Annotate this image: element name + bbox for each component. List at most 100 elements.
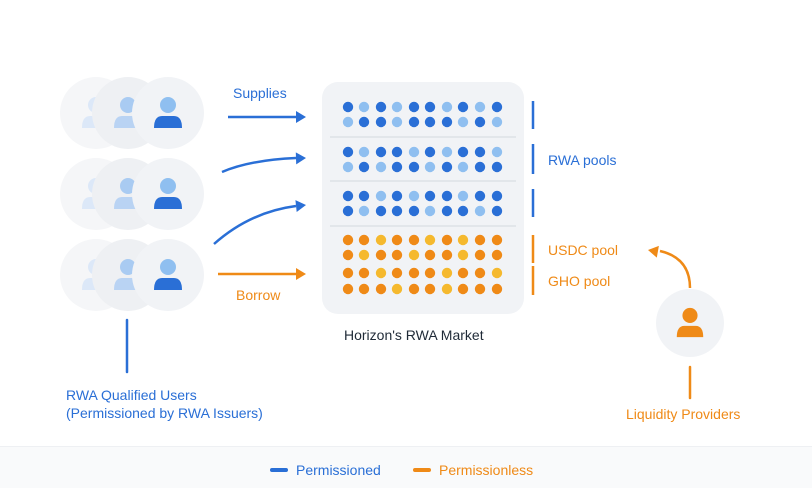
pool-dot-permissioned bbox=[408, 161, 420, 173]
rwa-users-group bbox=[60, 77, 204, 311]
pool-dot-permissionless bbox=[342, 267, 354, 279]
pool-dot-permissioned bbox=[342, 161, 354, 173]
pool-dot-permissioned bbox=[474, 116, 486, 128]
pool-dot-permissioned bbox=[375, 116, 387, 128]
pool-dot-permissionless bbox=[408, 249, 420, 261]
liquidity-providers-label: Liquidity Providers bbox=[626, 406, 741, 422]
pool-dot-permissioned bbox=[408, 116, 420, 128]
pool-dot-permissionless bbox=[457, 267, 469, 279]
pool-dot-permissioned bbox=[424, 101, 436, 113]
legend-permissionless-label: Permissionless bbox=[439, 462, 534, 478]
flow-arrows bbox=[213, 111, 659, 280]
user-icon-body bbox=[154, 116, 182, 128]
user-icon-head bbox=[120, 259, 136, 275]
pool-dot-permissioned bbox=[474, 146, 486, 158]
pool-dot-permissionless bbox=[491, 234, 503, 246]
pool-dot-permissioned bbox=[391, 190, 403, 202]
pool-dot-permissionless bbox=[474, 234, 486, 246]
pool-dot-permissionless bbox=[408, 234, 420, 246]
users-subtitle: (Permissioned by RWA Issuers) bbox=[66, 405, 263, 421]
legend-bar: Permissioned Permissionless bbox=[0, 446, 812, 488]
pool-dot-permissioned bbox=[457, 101, 469, 113]
pool-dot-permissionless bbox=[457, 234, 469, 246]
pool-dot-permissioned bbox=[408, 101, 420, 113]
legend-permissionless: Permissionless bbox=[413, 462, 533, 478]
pool-dot-permissioned bbox=[342, 116, 354, 128]
pool-dot-permissionless bbox=[474, 249, 486, 261]
pool-dot-permissioned bbox=[457, 161, 469, 173]
pool-dot-permissioned bbox=[441, 190, 453, 202]
user-icon-body bbox=[154, 197, 182, 209]
pool-dot-permissionless bbox=[375, 267, 387, 279]
pool-dot-permissioned bbox=[342, 146, 354, 158]
legend-swatch-blue bbox=[270, 468, 288, 472]
pool-dot-permissioned bbox=[391, 205, 403, 217]
pool-dot-permissionless bbox=[358, 267, 370, 279]
pool-dot-permissioned bbox=[375, 101, 387, 113]
pool-dot-permissioned bbox=[441, 205, 453, 217]
lp-arrow-line bbox=[659, 249, 692, 289]
pool-dot-permissionless bbox=[358, 234, 370, 246]
pool-dot-permissionless bbox=[424, 283, 436, 295]
pool-dot-permissioned bbox=[408, 190, 420, 202]
pool-dot-permissionless bbox=[342, 283, 354, 295]
pool-dot-permissionless bbox=[491, 283, 503, 295]
pool-dot-permissioned bbox=[441, 146, 453, 158]
pool-dot-permissionless bbox=[391, 234, 403, 246]
pool-dot-permissionless bbox=[491, 249, 503, 261]
pool-dot-permissioned bbox=[491, 101, 503, 113]
pool-dot-permissioned bbox=[391, 101, 403, 113]
pool-dots bbox=[330, 101, 516, 295]
pool-dot-permissioned bbox=[391, 161, 403, 173]
pool-dot-permissionless bbox=[375, 234, 387, 246]
pool-dot-permissioned bbox=[424, 190, 436, 202]
usdc-pool-label: USDC pool bbox=[548, 242, 619, 258]
pool-dot-permissioned bbox=[424, 161, 436, 173]
pool-dot-permissioned bbox=[424, 116, 436, 128]
market-panel bbox=[322, 82, 524, 314]
pool-dot-permissionless bbox=[375, 283, 387, 295]
users-title: RWA Qualified Users bbox=[66, 387, 197, 403]
pool-dot-permissioned bbox=[491, 205, 503, 217]
liquidity-provider-group bbox=[656, 249, 724, 400]
pool-dot-permissionless bbox=[342, 234, 354, 246]
pool-dot-permissioned bbox=[375, 146, 387, 158]
pool-dot-permissioned bbox=[342, 205, 354, 217]
pool-dot-permissioned bbox=[491, 161, 503, 173]
user-icon-head bbox=[682, 307, 698, 324]
pool-dot-permissioned bbox=[342, 101, 354, 113]
pool-dot-permissioned bbox=[474, 190, 486, 202]
arrow-right-icon bbox=[296, 268, 306, 280]
avatar bbox=[132, 239, 204, 311]
pool-dot-permissioned bbox=[491, 190, 503, 202]
pool-dot-permissioned bbox=[491, 146, 503, 158]
pool-dot-permissioned bbox=[391, 146, 403, 158]
arrow-left-icon bbox=[648, 245, 659, 258]
pool-dot-permissioned bbox=[358, 161, 370, 173]
pool-dot-permissioned bbox=[358, 116, 370, 128]
pool-dot-permissionless bbox=[441, 249, 453, 261]
pool-dot-permissioned bbox=[457, 190, 469, 202]
pool-dot-permissionless bbox=[441, 234, 453, 246]
avatar bbox=[132, 158, 204, 230]
arrow-right-icon bbox=[296, 111, 306, 123]
pool-dot-permissionless bbox=[408, 267, 420, 279]
pool-dot-permissioned bbox=[375, 205, 387, 217]
supplies-arrow-line-3 bbox=[213, 204, 297, 245]
pool-dot-permissioned bbox=[491, 116, 503, 128]
pool-dot-permissioned bbox=[474, 161, 486, 173]
pool-dot-permissionless bbox=[391, 283, 403, 295]
pool-dot-permissionless bbox=[474, 283, 486, 295]
pool-dot-permissioned bbox=[358, 190, 370, 202]
pool-dot-permissioned bbox=[441, 101, 453, 113]
pool-dot-permissioned bbox=[358, 146, 370, 158]
pool-dot-permissionless bbox=[457, 283, 469, 295]
pool-dot-permissionless bbox=[491, 267, 503, 279]
pool-dot-permissioned bbox=[424, 146, 436, 158]
rwa-pools-label: RWA pools bbox=[548, 152, 617, 168]
pool-dot-permissionless bbox=[391, 249, 403, 261]
user-icon-head bbox=[160, 97, 176, 113]
pool-dot-permissioned bbox=[441, 116, 453, 128]
pool-dot-permissionless bbox=[424, 249, 436, 261]
pool-dot-permissioned bbox=[424, 205, 436, 217]
